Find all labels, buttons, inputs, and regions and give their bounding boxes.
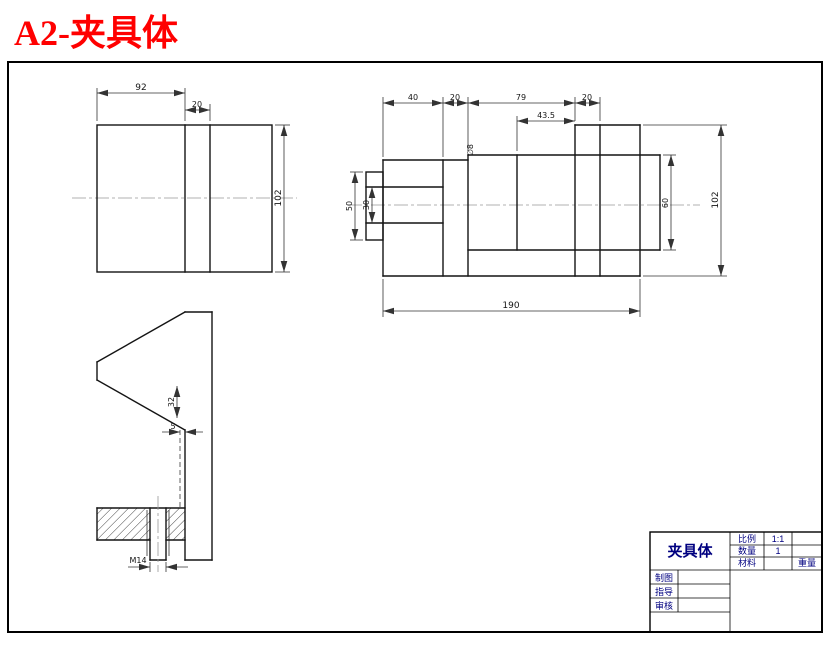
scale-value: 1:1	[772, 534, 785, 544]
qty-label: 数量	[738, 545, 756, 556]
dim-side-30: 30	[362, 200, 371, 210]
dim-front-height: 102	[274, 189, 284, 206]
hatch-base-right	[165, 507, 186, 541]
page-title: A2-夹具体	[14, 13, 178, 53]
dim-section-32: 32	[167, 397, 176, 407]
dim-side-79: 79	[516, 93, 526, 102]
drawn-by-label: 制图	[655, 572, 673, 583]
dim-side-40: 40	[408, 93, 418, 102]
qty-value: 1	[775, 546, 780, 556]
checked-by-label: 审核	[655, 600, 673, 611]
material-label: 材料	[738, 557, 756, 568]
side-view-outline	[365, 124, 661, 277]
advisor-label: 指导	[655, 586, 673, 597]
dim-side-hole: ∅8	[466, 144, 475, 156]
front-view-dimensions: 92 20 102	[96, 83, 290, 273]
dim-side-50: 50	[345, 201, 354, 211]
front-view: 92 20 102	[72, 83, 297, 273]
dim-side-102: 102	[711, 191, 721, 208]
dim-side-60: 60	[661, 198, 670, 208]
dim-front-width: 92	[135, 83, 146, 93]
weight-label: 重量	[798, 557, 816, 568]
title-block: 夹具体 比例 1:1 数量 1 材料 重量 制图 指导 审核	[649, 531, 823, 633]
dim-side-43-5: 43.5	[537, 111, 555, 120]
side-view-dimensions: 40 20 79 20 43.5 50 30 60 102	[345, 93, 727, 317]
dim-front-step: 20	[192, 100, 202, 109]
scale-label: 比例	[738, 533, 756, 544]
section-view: 32 5 M14	[96, 311, 213, 572]
dim-side-20-right: 20	[582, 93, 592, 102]
title-block-part-name: 夹具体	[667, 542, 713, 560]
drawing-frame	[7, 61, 823, 633]
dim-section-thread: M14	[129, 556, 146, 565]
section-view-dimensions: 32 5 M14	[128, 386, 203, 572]
side-view: 40 20 79 20 43.5 50 30 60 102	[345, 93, 727, 317]
dim-section-5: 5	[170, 422, 175, 431]
dim-side-190: 190	[502, 301, 519, 311]
hatch-base-left	[96, 507, 151, 541]
front-view-outline	[96, 124, 273, 273]
dim-side-20-left: 20	[450, 93, 460, 102]
